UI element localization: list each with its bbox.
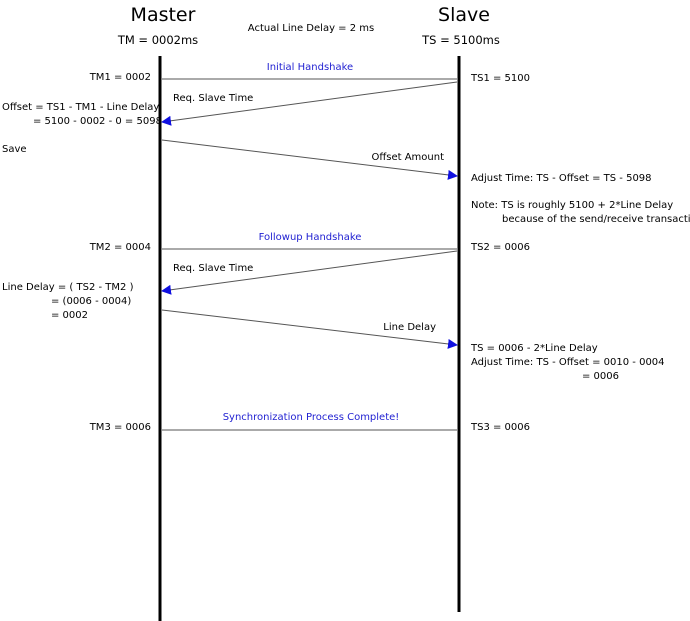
line-delay-formula: Line Delay = ( TS2 - TM2 ): [2, 282, 134, 293]
followup-handshake-label: Followup Handshake: [259, 232, 362, 243]
adjust-time-2-result: = 0006: [582, 371, 619, 382]
line-delay-result: = 0002: [51, 310, 88, 321]
offset-amount-label: Offset Amount: [371, 152, 444, 163]
tm3-label: TM3 = 0006: [89, 422, 151, 433]
master-time: TM = 0002ms: [117, 33, 198, 47]
line-delay-note: Actual Line Delay = 2 ms: [248, 23, 374, 34]
ts3-label: TS3 = 0006: [470, 422, 530, 433]
offset-amount-arrow: [161, 139, 458, 180]
req-slave-time-arrow-2: [161, 250, 458, 295]
slave-time: TS = 5100ms: [421, 33, 500, 47]
save-label: Save: [2, 144, 27, 155]
req-slave-time-label-1: Req. Slave Time: [173, 93, 253, 104]
tm1-label: TM1 = 0002: [89, 72, 151, 83]
initial-handshake-label: Initial Handshake: [267, 62, 353, 73]
offset-result: = 5100 - 0002 - 0 = 5098: [33, 116, 162, 127]
sync-complete-label: Synchronization Process Complete!: [223, 412, 400, 423]
line-delay-values: = (0006 - 0004): [51, 296, 131, 307]
note-line-2: because of the send/receive transaction: [502, 214, 690, 225]
master-title: Master: [131, 4, 196, 26]
note-line-1: Note: TS is roughly 5100 + 2*Line Delay: [471, 200, 673, 211]
req-slave-time-label-2: Req. Slave Time: [173, 263, 253, 274]
adjust-time-1: Adjust Time: TS - Offset = TS - 5098: [471, 173, 652, 184]
line-delay-label: Line Delay: [383, 322, 436, 333]
ts1-label: TS1 = 5100: [470, 73, 530, 84]
tm2-label: TM2 = 0004: [89, 242, 151, 253]
adjust-time-2: Adjust Time: TS - Offset = 0010 - 0004: [471, 357, 665, 368]
line-delay-arrow: [161, 309, 458, 349]
ts2-label: TS2 = 0006: [470, 242, 530, 253]
req-slave-time-arrow-1: [161, 81, 458, 126]
ts-calc: TS = 0006 - 2*Line Delay: [470, 343, 598, 354]
slave-title: Slave: [438, 4, 490, 26]
offset-formula: Offset = TS1 - TM1 - Line Delay: [2, 102, 159, 113]
